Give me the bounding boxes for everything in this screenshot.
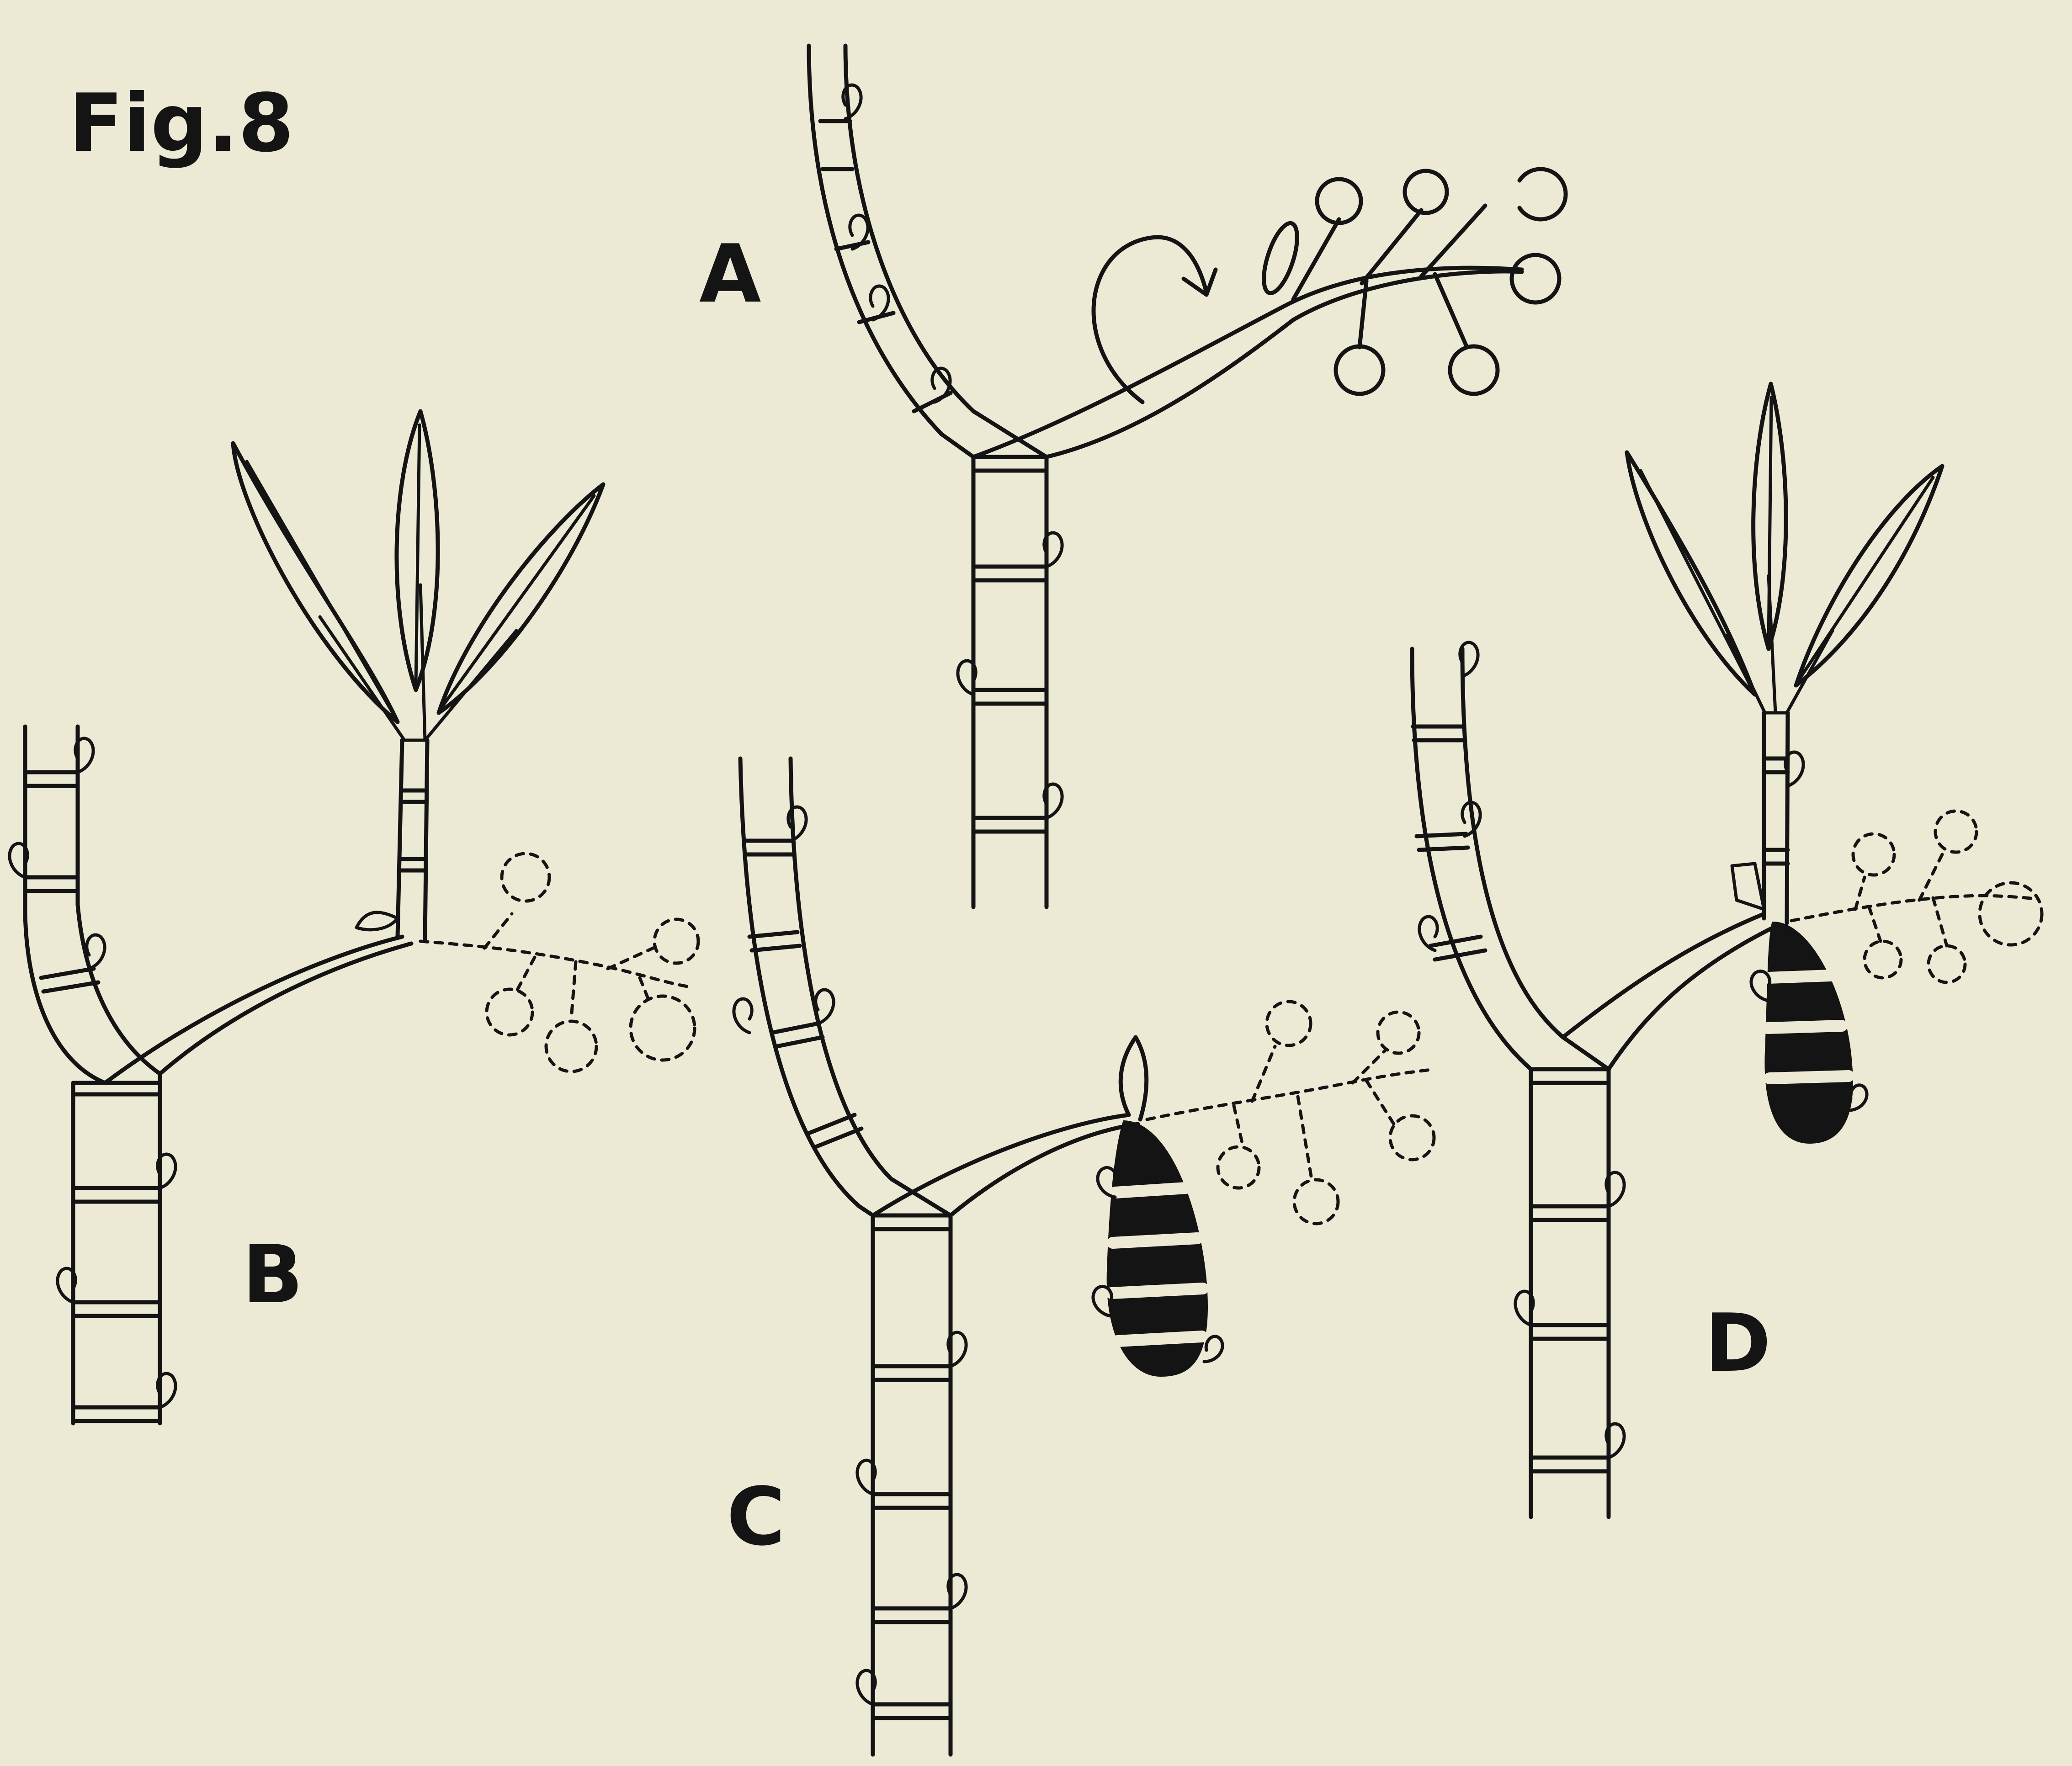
panel-c: C bbox=[727, 758, 1435, 1755]
panel-c-shoot bbox=[873, 1037, 1147, 1215]
panel-b: B bbox=[10, 411, 698, 1423]
panel-b-stem bbox=[10, 727, 175, 1423]
panel-d-shoot bbox=[1563, 384, 1942, 1069]
figure-title: Fig.8 bbox=[69, 77, 294, 170]
panel-c-caterpillar bbox=[1093, 1122, 1222, 1375]
panel-label-c: C bbox=[727, 1471, 785, 1564]
panel-a-stem bbox=[809, 46, 1062, 907]
panel-a-inflorescence bbox=[973, 169, 1566, 457]
panel-d-dotted-inflorescence bbox=[1791, 811, 2042, 982]
panel-label-b: B bbox=[242, 1229, 303, 1321]
panel-a: A bbox=[699, 46, 1566, 907]
panel-b-dotted-inflorescence bbox=[420, 854, 698, 1071]
panel-label-a: A bbox=[699, 228, 761, 321]
panel-a-rotation-arrow bbox=[1094, 237, 1216, 402]
panel-label-d: D bbox=[1705, 1297, 1771, 1390]
panel-d: D bbox=[1412, 384, 2042, 1517]
panel-d-stem bbox=[1412, 642, 1624, 1517]
panel-b-shoot bbox=[105, 411, 603, 1083]
panel-d-caterpillar bbox=[1751, 923, 1867, 1142]
panel-c-stem bbox=[734, 758, 966, 1755]
